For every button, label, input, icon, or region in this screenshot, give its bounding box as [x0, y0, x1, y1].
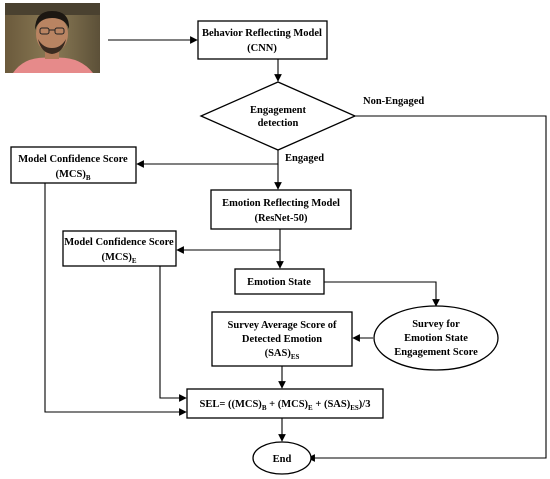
- mcs-b-value: (MCS)B: [56, 169, 91, 182]
- survey-line1: Survey for: [412, 319, 460, 330]
- edge-engaged-to-mcs-b: [136, 150, 279, 168]
- mcs-e-node: Model Confidence Score (MCS)E: [62, 230, 177, 267]
- mcs-b-title: Model Confidence Score: [18, 154, 128, 165]
- sel-formula-node: SEL= ((MCS)B + (MCS)E + (SAS)ES)/3: [186, 388, 384, 419]
- survey-line3: Engagement Score: [394, 347, 478, 358]
- behavior-model-node: Behavior Reflecting Model (CNN): [197, 20, 328, 60]
- sel-sub-b: B: [262, 404, 267, 412]
- sel-part-4: )/3: [359, 399, 371, 410]
- engaged-edge-label: Engaged: [285, 153, 324, 164]
- emotion-model-title: Emotion Reflecting Model: [222, 198, 340, 209]
- survey-avg-title-line2: Detected Emotion: [242, 334, 322, 345]
- edge-non-engaged-to-end: [307, 115, 547, 462]
- mcs-e-title: Model Confidence Score: [64, 237, 174, 248]
- emotion-state-label: Emotion State: [247, 277, 311, 288]
- sel-part-1: SEL= ((MCS): [200, 399, 263, 410]
- sas-subscript: ES: [291, 353, 300, 361]
- emotion-model-subtitle: (ResNet-50): [254, 213, 308, 224]
- behavior-model-subtitle: (CNN): [247, 43, 277, 54]
- behavior-model-title: Behavior Reflecting Model: [202, 28, 322, 39]
- sel-sub-e: E: [308, 404, 313, 412]
- non-engaged-edge-label: Non-Engaged: [363, 96, 424, 107]
- end-label: End: [273, 454, 292, 465]
- edge-emotion-model-to-mcs-e: [176, 229, 281, 254]
- end-node: End: [252, 441, 312, 475]
- engagement-detection-line2: detection: [258, 118, 299, 129]
- sel-sub-es: ES: [350, 404, 359, 412]
- survey-avg-title-line1: Survey Average Score of: [228, 320, 337, 331]
- person-face-photo: [5, 3, 100, 73]
- survey-avg-value: (SAS)ES: [265, 348, 300, 361]
- sel-part-3: + (SAS): [313, 399, 351, 410]
- mcs-e-value: (MCS)E: [102, 252, 137, 265]
- mcs-e-base: (MCS): [102, 252, 133, 263]
- emotion-model-node: Emotion Reflecting Model (ResNet-50): [210, 189, 352, 230]
- sel-part-2: + (MCS): [266, 399, 308, 410]
- emotion-state-node: Emotion State: [234, 268, 325, 295]
- mcs-b-node: Model Confidence Score (MCS)B: [10, 146, 137, 184]
- engagement-detection-node: Engagement detection: [199, 81, 357, 151]
- edge-state-to-survey: [324, 281, 440, 307]
- mcs-b-base: (MCS): [56, 169, 87, 180]
- survey-line2: Emotion State: [404, 333, 468, 344]
- engagement-detection-line1: Engagement: [250, 105, 307, 116]
- mcs-e-subscript: E: [132, 257, 137, 265]
- mcs-b-subscript: B: [86, 174, 91, 182]
- survey-node: Survey for Emotion State Engagement Scor…: [373, 305, 499, 371]
- sas-base: (SAS): [265, 348, 292, 359]
- sel-formula-text: SEL= ((MCS)B + (MCS)E + (SAS)ES)/3: [200, 399, 371, 412]
- edge-mcs-e-to-sel: [159, 266, 187, 402]
- survey-avg-score-node: Survey Average Score of Detected Emotion…: [211, 311, 353, 367]
- edge-mcs-b-to-sel: [44, 183, 187, 416]
